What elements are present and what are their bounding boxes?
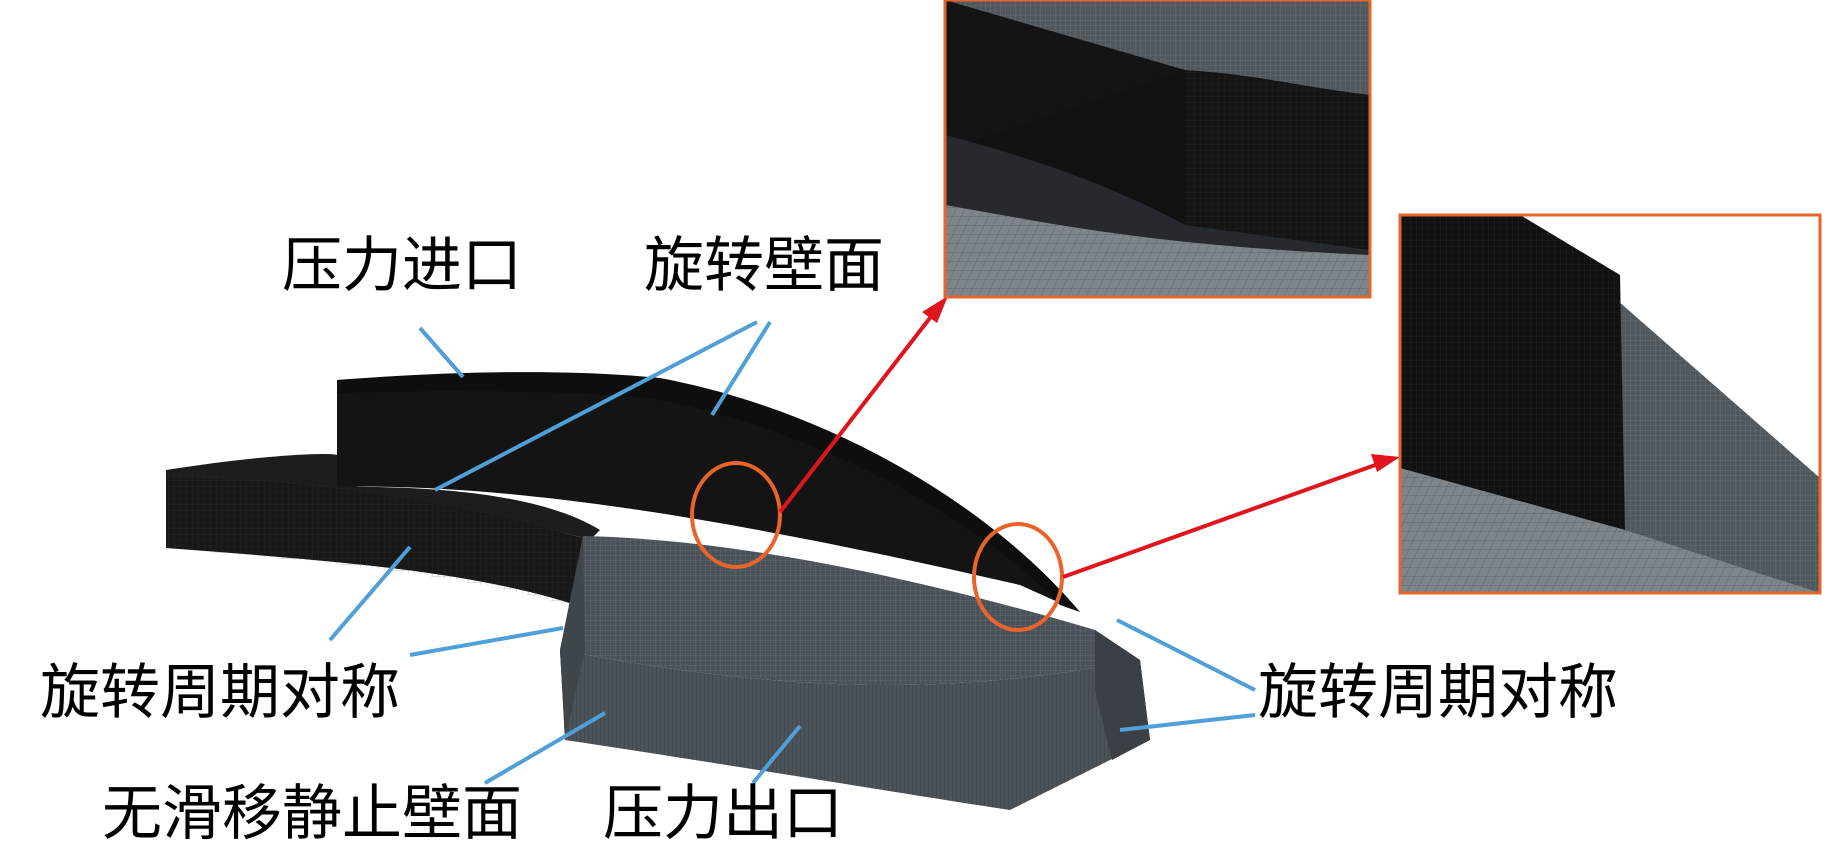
leader-periodic-right-b: [1119, 713, 1256, 732]
label-no-slip-static-wall: 无滑移静止壁面: [102, 779, 522, 849]
arrow-2-head: [1371, 454, 1400, 472]
arrow-1-shaft: [778, 312, 935, 514]
inset-zoom-1: [943, 0, 1372, 299]
label-pressure-inlet: 压力进口: [282, 231, 522, 301]
highlight-circle-2: [972, 522, 1064, 632]
rotor-top-face-mesh: [560, 536, 1140, 685]
mesh-body: [166, 372, 1150, 810]
upper-stator-block: [337, 376, 1080, 612]
leader-rot-wall-a: [434, 320, 758, 492]
arrow-2-shaft: [1062, 462, 1379, 579]
label-rotational-periodic-right: 旋转周期对称: [1258, 658, 1618, 728]
highlight-circles: [690, 461, 1064, 632]
label-rotating-wall: 旋转壁面: [644, 231, 884, 301]
leader-inlet: [418, 326, 465, 379]
label-rotational-periodic-left: 旋转周期对称: [40, 658, 400, 728]
leader-outlet: [751, 724, 802, 785]
leader-lines: [328, 320, 1256, 785]
lower-block-top-face: [166, 453, 600, 540]
label-pressure-outlet: 压力出口: [603, 779, 843, 849]
leader-rot-wall-b: [710, 320, 772, 417]
leader-periodic-left-a: [328, 545, 412, 642]
callout-arrows: [778, 296, 1400, 579]
leader-periodic-left-b: [409, 626, 564, 657]
rotor-front-face-mesh: [560, 650, 1150, 810]
highlight-circle-1: [690, 461, 782, 569]
leader-static-wall: [483, 711, 607, 785]
arrow-1-head: [922, 296, 948, 323]
inset-zoom-2: [1398, 213, 1822, 595]
rotor-left-face: [560, 536, 585, 740]
lower-block-front-face: [166, 473, 590, 612]
upper-block-top-face: [337, 372, 1080, 612]
leader-periodic-right-a: [1116, 618, 1256, 692]
